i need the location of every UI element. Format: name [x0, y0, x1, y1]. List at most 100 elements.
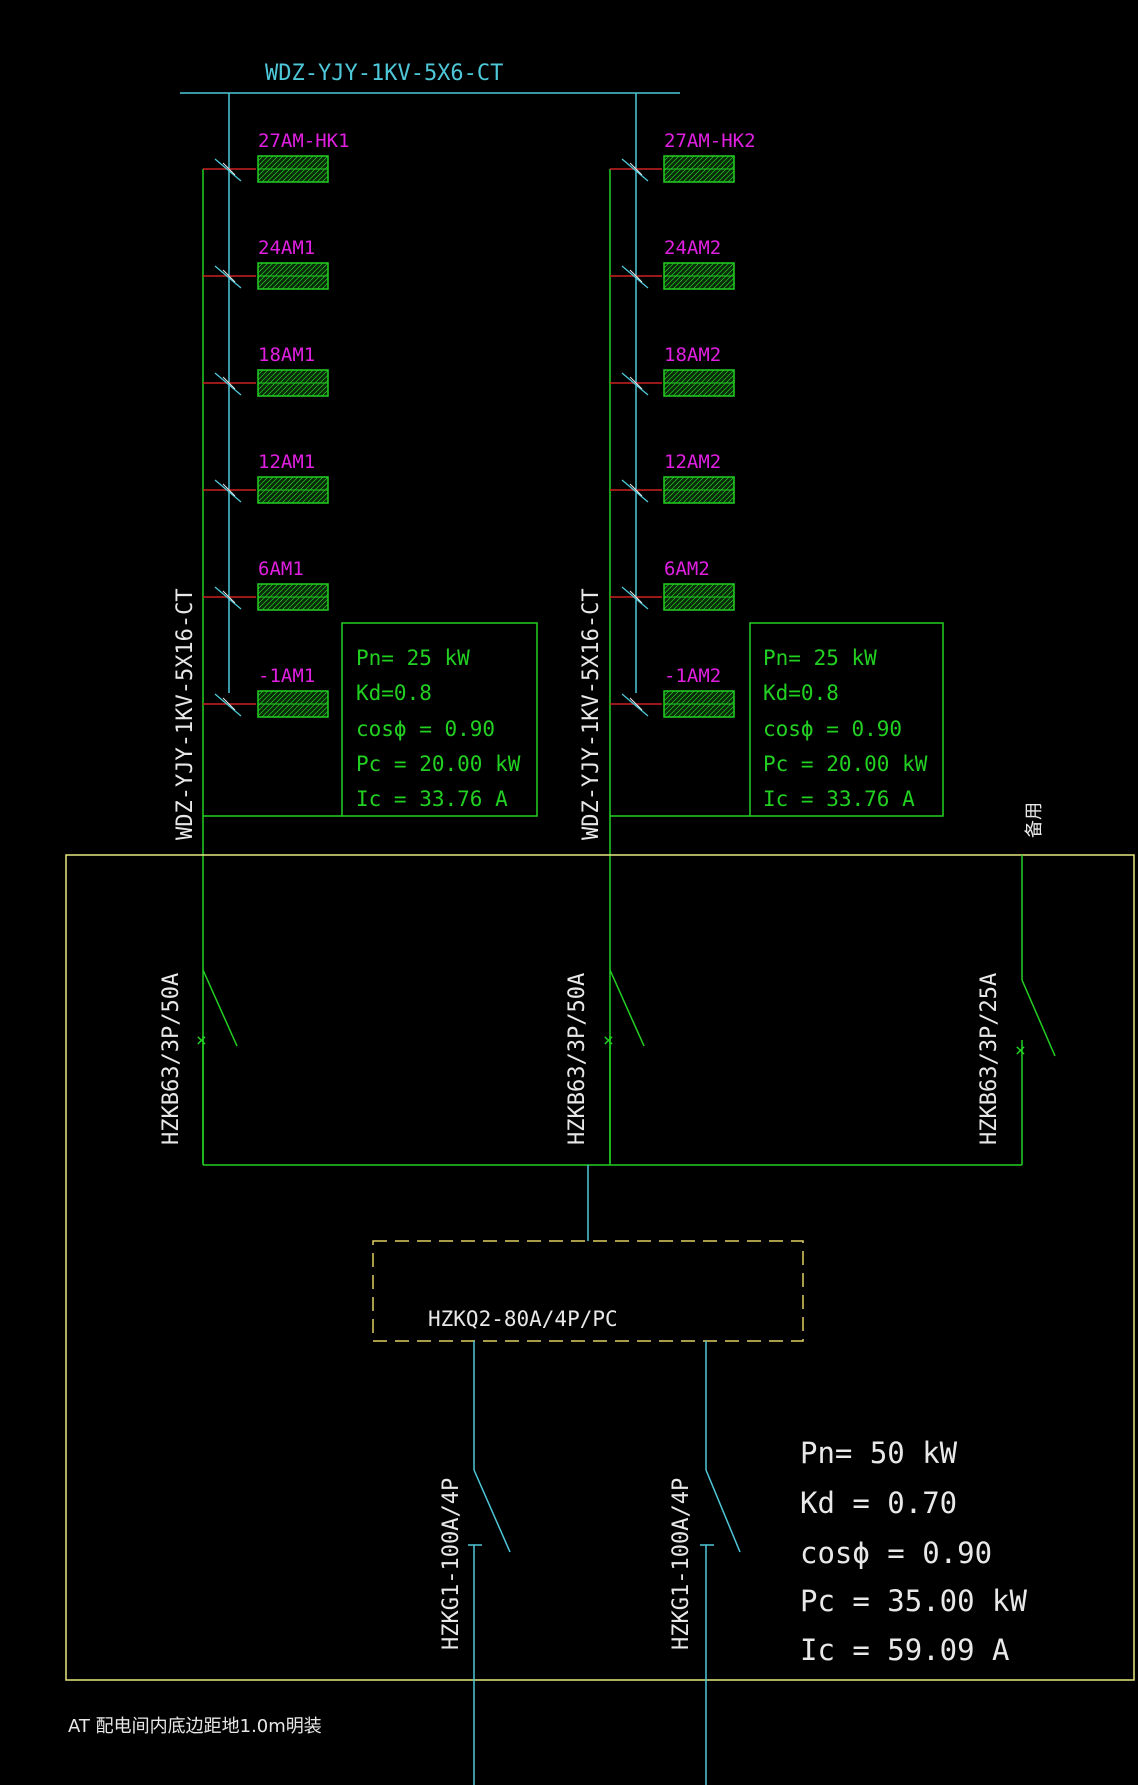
hatch-line [692, 155, 720, 183]
incomer-left-label: HZKG1-100A/4P [439, 1478, 464, 1650]
hatch-line [276, 262, 304, 290]
hatch-line [727, 710, 735, 718]
hatch-line [276, 369, 304, 397]
hatch-line [271, 155, 299, 183]
load-branch: 6AM1 [203, 558, 329, 611]
load-branch: 18AM1 [203, 344, 329, 397]
hatch-line [261, 690, 289, 718]
hatch-line [257, 262, 269, 274]
load-label: -1AM2 [664, 665, 721, 687]
hatch-line [682, 583, 710, 611]
hatch-line [702, 690, 730, 718]
hatch-line [306, 160, 329, 183]
hatch-line [663, 155, 675, 167]
hatch-line [692, 690, 720, 718]
hatch-line [281, 262, 309, 290]
hatch-line [667, 583, 695, 611]
hatch-line [311, 379, 329, 397]
hatch-line [727, 603, 735, 611]
hatch-line [697, 369, 725, 397]
hatch-line [727, 175, 735, 183]
hatch-line [663, 690, 675, 702]
hatch-line [687, 262, 715, 290]
tap-tick [214, 479, 242, 503]
hatch-line [316, 491, 329, 504]
hatch-line [286, 155, 314, 183]
distribution-box-outline [65, 854, 1135, 1681]
breaker-cross-icon: × [1015, 1040, 1026, 1061]
hatch-line [663, 369, 690, 396]
hatch-line [296, 369, 324, 397]
hatch-line [257, 583, 264, 590]
right-calc-box [749, 622, 944, 817]
hatch-line [702, 369, 730, 397]
hatch-line [663, 583, 670, 590]
tap-tick [621, 265, 649, 289]
tap-tick [621, 158, 649, 182]
hatch-line [732, 715, 735, 718]
hatch-line [707, 155, 735, 183]
hatch-line [276, 690, 304, 718]
hatch-line [261, 476, 289, 504]
hatch-line [321, 710, 329, 718]
hatch-line [311, 165, 329, 183]
hatch-line [306, 481, 329, 504]
hatch-line [663, 690, 680, 707]
load-branch: 24AM1 [203, 237, 329, 290]
incomer-blade [473, 1469, 511, 1553]
load-branch: 24AM2 [610, 237, 735, 290]
hatch-line [682, 262, 710, 290]
hatch-line [717, 593, 735, 611]
hatch-line [732, 501, 735, 504]
hatch-line [296, 583, 324, 611]
hatch-line [667, 155, 695, 183]
hatch-line [687, 583, 715, 611]
hatch-line [257, 476, 264, 483]
hatch-line [722, 598, 735, 611]
tap-tick [214, 265, 242, 289]
hatch-line [663, 583, 675, 595]
breaker-blade [1021, 979, 1056, 1057]
hatch-line [732, 608, 735, 611]
hatch-line [663, 690, 690, 717]
hatch-line [321, 389, 329, 397]
hatch-line [672, 369, 700, 397]
hatch-line [281, 155, 309, 183]
hatch-line [663, 583, 685, 605]
hatch-line [257, 155, 279, 177]
left-calc-box [341, 622, 538, 817]
hatch-line [281, 690, 309, 718]
incomer-right: HZKG1-100A/4P [669, 1341, 741, 1785]
hatch-line [672, 583, 700, 611]
hatch-line [257, 583, 269, 595]
hatch-line [682, 369, 710, 397]
incomer-right-label: HZKG1-100A/4P [669, 1478, 694, 1650]
hatch-line [677, 262, 705, 290]
hatch-line [311, 486, 329, 504]
hatch-line [663, 583, 680, 600]
hatch-line [286, 583, 314, 611]
hatch-line [306, 267, 329, 290]
hatch-line [677, 690, 705, 718]
load-branch: -1AM2 [610, 665, 735, 718]
right-riser-cable-label: WDZ-YJY-1KV-5X16-CT [579, 588, 604, 840]
hatch-line [677, 155, 705, 183]
hatch-line [306, 588, 329, 611]
hatch-line [717, 165, 735, 183]
hatch-line [732, 287, 735, 290]
breaker-blade [609, 969, 645, 1047]
hatch-line [712, 695, 735, 718]
hatch-line [702, 476, 730, 504]
tap-tick [222, 376, 236, 390]
hatch-line [707, 476, 735, 504]
hatch-line [291, 262, 319, 290]
hatch-line [296, 262, 324, 290]
hatch-line [712, 481, 735, 504]
load-branch: 18AM2 [610, 344, 735, 397]
hatch-line [266, 690, 294, 718]
hatch-line [296, 690, 324, 718]
hatch-line [257, 155, 269, 167]
hatch-line [291, 476, 319, 504]
hatch-line [702, 583, 730, 611]
hatch-line [326, 394, 329, 397]
